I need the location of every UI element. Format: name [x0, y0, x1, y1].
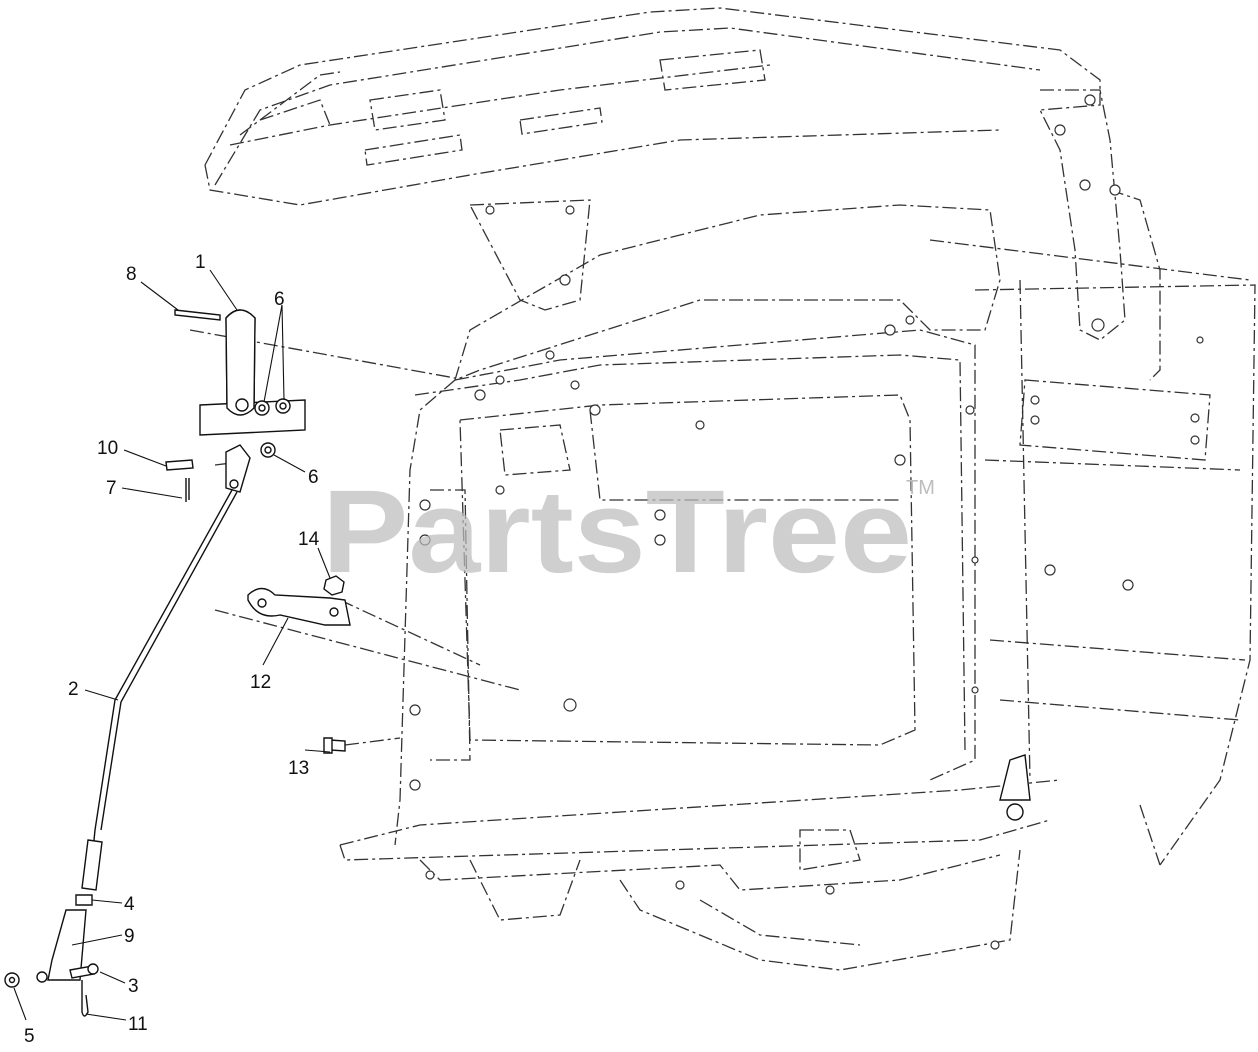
- callout-6b: 6: [308, 467, 319, 488]
- callout-3: 3: [128, 976, 139, 997]
- mower-frame: [204, 7, 1256, 971]
- callout-10: 10: [97, 438, 118, 459]
- callout-13: 13: [288, 758, 309, 779]
- callout-8: 8: [126, 264, 137, 285]
- leader-lines: [13, 269, 331, 1021]
- lever-arm-part: [199, 309, 306, 436]
- roll-pin-part: [174, 309, 221, 321]
- control-rod-part: [91, 489, 233, 861]
- clevis-pin-part: [165, 459, 194, 471]
- cotter-pin-part: [185, 478, 190, 502]
- hairpin-part: [81, 980, 89, 1017]
- callout-2: 2: [68, 679, 79, 700]
- lower-clevis-part: [47, 909, 87, 981]
- callout-1: 1: [195, 252, 206, 273]
- callout-11: 11: [128, 1014, 148, 1035]
- callout-5: 5: [24, 1026, 35, 1047]
- jam-nut-part: [75, 894, 93, 906]
- callout-4: 4: [124, 894, 135, 915]
- callout-9: 9: [124, 926, 135, 947]
- callout-12: 12: [250, 672, 271, 693]
- callout-6a: 6: [274, 289, 285, 310]
- callout-14: 14: [298, 529, 320, 550]
- washer-lower-part: [4, 972, 20, 988]
- bracket-part: [247, 587, 351, 626]
- nut-part: [323, 575, 345, 596]
- washer-parts: [254, 398, 291, 458]
- callout-7: 7: [106, 478, 117, 499]
- watermark-text: PartsTree: [322, 466, 912, 598]
- watermark-trademark: TM: [906, 477, 935, 499]
- frame-bolts: [409, 94, 1204, 950]
